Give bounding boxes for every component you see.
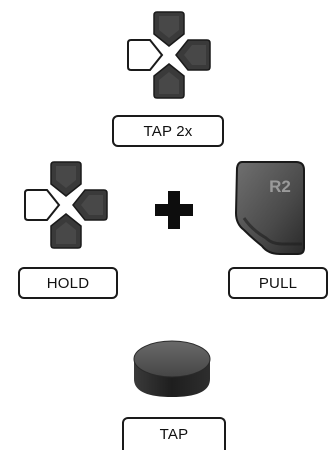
step-1-label: TAP 2x [112, 115, 224, 147]
step-2-hold-label: HOLD [18, 267, 118, 299]
dpad-left-icon [24, 161, 108, 249]
step-1-dpad [126, 10, 212, 100]
step-2-trigger: R2 [232, 158, 308, 258]
step-3-button [131, 335, 213, 403]
step-2-pull-label: PULL [228, 267, 328, 299]
step-2-dpad [20, 160, 112, 250]
step-3-label: TAP [122, 417, 226, 450]
tap-text: TAP [159, 426, 189, 443]
plus-icon [153, 189, 195, 231]
pull-text: PULL [258, 274, 298, 292]
round-button-icon [133, 340, 211, 397]
r2-label: R2 [269, 177, 291, 196]
tap-2x-text: TAP 2x [143, 122, 193, 140]
hold-text: HOLD [46, 274, 90, 292]
r2-trigger-icon: R2 [234, 161, 305, 255]
dpad-left-icon [127, 11, 211, 99]
